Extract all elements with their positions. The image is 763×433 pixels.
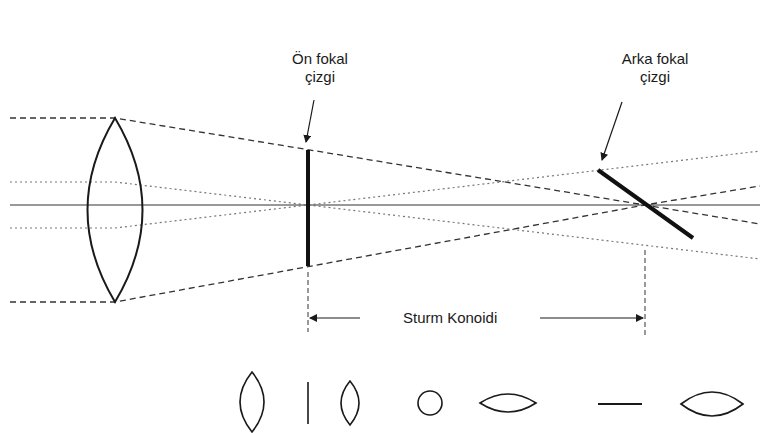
lens <box>88 118 143 302</box>
back-focal-line <box>598 170 693 238</box>
dimension-arrow <box>310 317 360 318</box>
focal-line-label: Ön fokal çizgi <box>280 50 360 86</box>
vertical-rays <box>10 118 760 302</box>
focal-line-label: Arka fokal çizgi <box>615 50 695 86</box>
dimension-arrow <box>540 317 643 318</box>
front-focal-line <box>306 150 310 266</box>
dimension-label: Sturm Konoidi <box>399 309 501 327</box>
dimension-extension <box>645 250 646 336</box>
leader-arrow <box>306 100 314 142</box>
dimension-extension <box>308 272 309 332</box>
blur-cross-sections <box>240 372 743 432</box>
leader-arrow <box>602 102 622 160</box>
